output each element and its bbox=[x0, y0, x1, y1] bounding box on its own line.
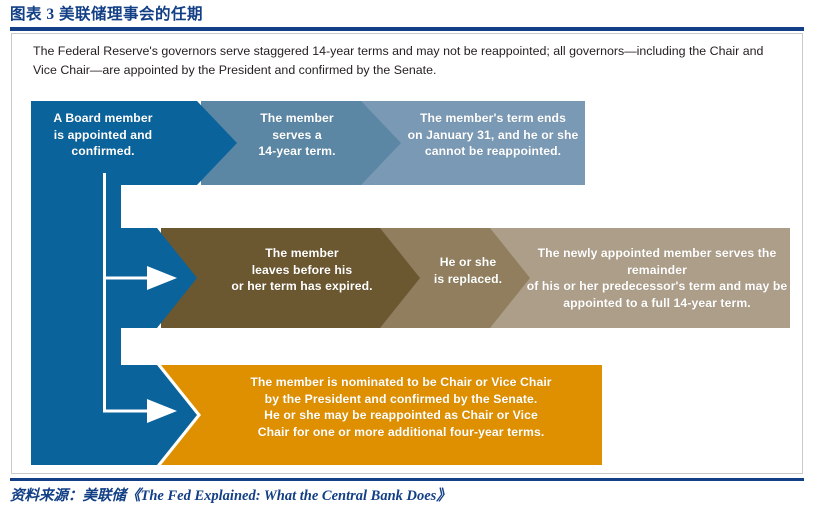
source-note: 资料来源：美联储《The Fed Explained: What the Cen… bbox=[10, 488, 451, 504]
label-line: He or she bbox=[439, 255, 497, 269]
connector-trunk bbox=[103, 173, 106, 411]
arrowhead-row2 bbox=[147, 266, 177, 290]
label-line: is appointed and bbox=[53, 127, 153, 142]
chevron-leaves-early bbox=[161, 228, 426, 328]
label-line: by the President and confirmed by the Se… bbox=[264, 391, 538, 406]
label-line: Chair for one or more additional four-ye… bbox=[257, 424, 545, 439]
label-line: serves a bbox=[272, 127, 322, 142]
flow-diagram-shapes bbox=[31, 101, 790, 465]
connector-branch-row2 bbox=[103, 276, 151, 280]
label-line: of his or her predecessor's term and may… bbox=[526, 279, 788, 293]
label-serves-term: The member serves a 14-year term. bbox=[227, 110, 367, 160]
label-line: cannot be reappointed. bbox=[424, 144, 562, 158]
label-replaced: He or she is replaced. bbox=[413, 254, 523, 287]
chevron-successor-term bbox=[490, 228, 790, 328]
footer-divider bbox=[10, 478, 804, 481]
chevron-term-ends bbox=[361, 101, 585, 185]
label-chair-nomination: The member is nominated to be Chair or V… bbox=[207, 374, 595, 440]
label-line: 14-year term. bbox=[258, 144, 336, 158]
page-title: 图表 3 美联储理事会的任期 bbox=[10, 6, 204, 23]
chevron-replaced bbox=[380, 228, 536, 328]
label-line: The member bbox=[265, 246, 339, 260]
spine-dark-blue bbox=[31, 101, 237, 465]
label-term-ends: The member's term ends on January 31, an… bbox=[397, 110, 589, 160]
label-line: appointed to a full 14-year term. bbox=[563, 295, 751, 310]
label-line: The newly appointed member serves the re… bbox=[537, 246, 777, 277]
label-leaves-early: The member leaves before his or her term… bbox=[207, 245, 397, 295]
label-line: The member is nominated to be Chair or V… bbox=[250, 375, 552, 389]
label-successor-term: The newly appointed member serves the re… bbox=[523, 245, 791, 311]
arrowhead-row3 bbox=[147, 399, 177, 423]
label-board-member-appointed: A Board member is appointed and confirme… bbox=[33, 110, 173, 160]
title-divider bbox=[10, 27, 804, 31]
flow-diagram: A Board member is appointed and confirme… bbox=[11, 33, 803, 474]
connector-branch-row3 bbox=[103, 409, 151, 413]
label-line: or her term has expired. bbox=[231, 279, 373, 293]
chevron-serves-term bbox=[201, 101, 407, 185]
label-line: The member's term ends bbox=[420, 111, 566, 125]
label-line: He or she may be reappointed as Chair or… bbox=[264, 408, 538, 422]
label-line: The member bbox=[260, 111, 334, 125]
label-line: A Board member bbox=[53, 111, 153, 125]
label-line: is replaced. bbox=[433, 271, 503, 286]
label-line: leaves before his bbox=[251, 262, 353, 277]
chevron-chair-nomination bbox=[161, 365, 602, 465]
label-line: confirmed. bbox=[71, 144, 135, 158]
intro-paragraph: The Federal Reserve's governors serve st… bbox=[33, 44, 764, 77]
label-line: on January 31, and he or she bbox=[407, 127, 579, 142]
